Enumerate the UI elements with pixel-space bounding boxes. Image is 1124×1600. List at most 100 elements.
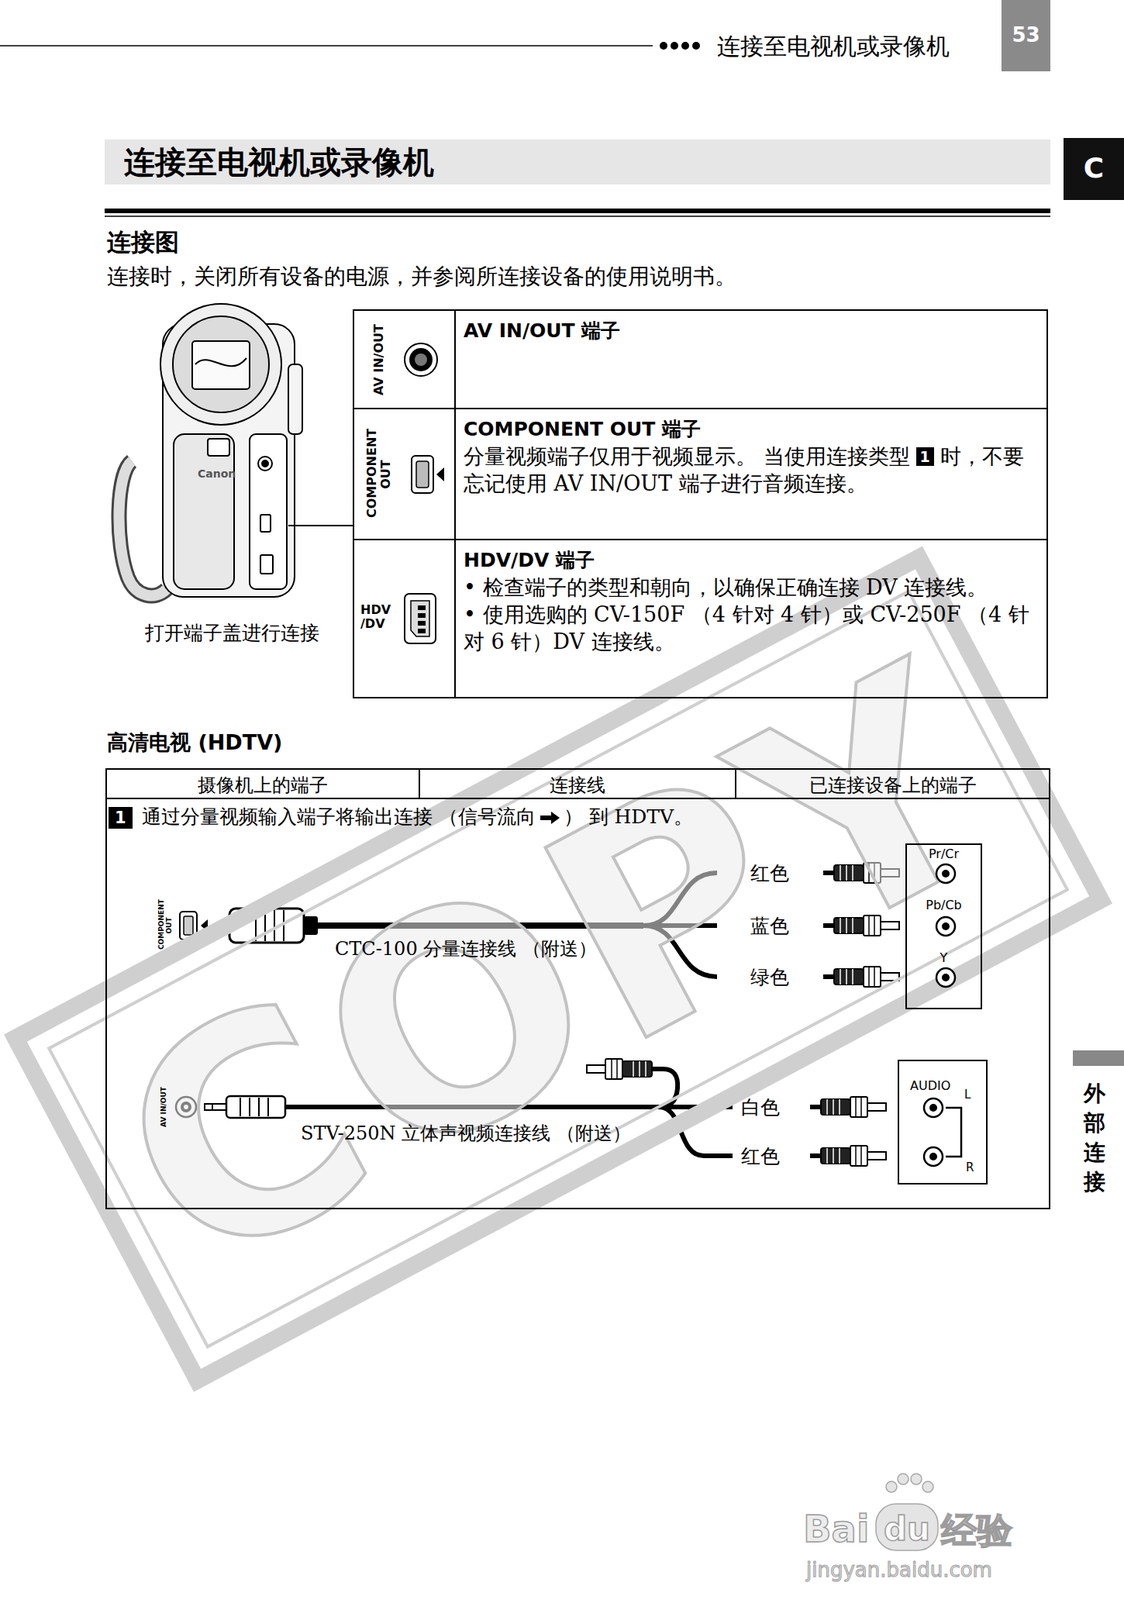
jack-symbols-part — [941, 869, 950, 878]
jack-name: AUDIO — [910, 1078, 951, 1094]
text-cell: AV IN/OUT 端子 — [463, 318, 1038, 345]
jack-symbols-part — [924, 1147, 943, 1166]
jack-symbols-part — [936, 864, 956, 987]
running-header: 连接至电视机或录像机 — [717, 31, 950, 63]
jack-name: Pr/Cr — [906, 846, 981, 862]
terminal-icon-part — [417, 620, 426, 626]
terminal-note: 分量视频端子仅用于视频显示。 当使用连接类型1时，不要忘记使用 AV IN/OU… — [463, 442, 1038, 497]
header-text: 摄像机上的端子 — [106, 772, 419, 798]
icon-cell: COMPONENT OUT — [354, 409, 456, 539]
page-number: 53 — [1001, 23, 1051, 47]
terminal-label: COMPONENT OUT — [158, 901, 174, 950]
connection-cell: 1通过分量视频输入端子将输出连接 （信号流向） 到 HDTV。Pr/CrPb/C… — [105, 797, 1051, 1210]
terminal-icon — [402, 591, 438, 646]
copy-watermark-frame — [15, 557, 1101, 1380]
terminal-icon-part — [436, 467, 445, 482]
step-text: ） 到 HDTV。 — [563, 805, 694, 828]
terminal-icon-part — [417, 605, 426, 611]
title-rule-thin — [104, 215, 1051, 218]
channel-mark: L — [964, 1087, 971, 1102]
brand-mark: Canon — [197, 467, 236, 480]
section-heading: 连接图 — [106, 226, 180, 259]
jack-symbols-part — [929, 1152, 938, 1161]
jack-symbols-part — [924, 1098, 943, 1166]
page-number-box: 53 — [1001, 0, 1051, 72]
terminal-heading: HDV/DV 端子 — [463, 548, 1038, 574]
cable-name: CTC-100 分量连接线 （附送） — [334, 936, 597, 962]
jack-name: Pb/Cb — [906, 897, 981, 914]
terminal-code: HDV /DV — [360, 603, 397, 632]
jack-symbols — [906, 844, 981, 1008]
av-terminal-row: AV IN/OUT AV IN/OUT 端子 — [352, 309, 1049, 410]
terminal-label: AV IN/OUT — [160, 1082, 169, 1131]
wire-colour: 红色 — [750, 860, 790, 887]
watermark-text: 经验 — [941, 1506, 1013, 1555]
side-tab: 外部连接 — [1083, 1079, 1115, 1197]
terminal-icon-part — [409, 348, 433, 372]
jack-name: Y — [906, 950, 981, 966]
copy-watermark: COPY — [79, 621, 1037, 1318]
jack-symbols-part — [936, 864, 956, 883]
watermark-text: du — [883, 1510, 931, 1549]
text-cell: COMPONENT OUT 端子分量视频端子仅用于视频显示。 当使用连接类型1时… — [463, 417, 1038, 497]
jack-symbols-part — [941, 922, 950, 931]
text-cell: HDV/DV 端子• 检查端子的类型和朝向，以确保正确连接 DV 连接线。• 使… — [463, 548, 1038, 656]
side-tab-bar — [1072, 1050, 1124, 1066]
icon-cell: HDV /DV — [354, 540, 456, 697]
wire-colour: 绿色 — [750, 964, 790, 990]
bullet-note: • 使用选购的 CV-150F （4 针对 4 针）或 CV-250F （4 针… — [463, 600, 1038, 656]
camcorder-illustration — [119, 303, 353, 597]
audio-input-panel: AUDIO L R — [897, 1059, 988, 1185]
chapter-letter: C — [1063, 151, 1124, 184]
baidu-paw-logo — [875, 1473, 938, 1551]
header-text: 连接线 — [420, 772, 735, 798]
signal-arrow — [538, 810, 561, 825]
type-badge: 1 — [916, 447, 935, 466]
wire-colour: 白色 — [741, 1094, 780, 1121]
jack-symbols-part — [936, 917, 956, 936]
terminal-icon-part — [417, 628, 426, 634]
table-header-cell: 摄像机上的端子 — [105, 768, 421, 800]
side-tab-text: 外部连接 — [1083, 1079, 1106, 1197]
chapter-tab: C — [1063, 137, 1124, 200]
terminal-icon-part — [417, 613, 426, 618]
header-text: 已连接设备上的端子 — [736, 772, 1049, 798]
terminal-code: AV IN/OUT — [372, 317, 387, 403]
note-text: 分量视频端子仅用于视频显示。 当使用连接类型 — [463, 444, 911, 469]
title-rule — [104, 208, 1051, 214]
terminal-icon-part — [414, 353, 428, 366]
video-input-panel: Pr/CrPb/CbY — [905, 843, 983, 1010]
icon-cell: AV IN/OUT — [354, 310, 456, 408]
terminal-heading: AV IN/OUT 端子 — [463, 318, 1038, 345]
terminal-heading: COMPONENT OUT 端子 — [463, 417, 1038, 443]
wire-colour: 蓝色 — [750, 913, 790, 939]
hdv-terminal-row: HDV /DV HDV/DV 端子• 检查端子的类型和朝向，以确保正确连接 DV … — [352, 538, 1049, 699]
terminal-icon-part — [404, 593, 436, 644]
header-dots — [659, 41, 700, 50]
bullet-note: • 检查端子的类型和朝向，以确保正确连接 DV 连接线。 — [463, 573, 1038, 601]
terminal-icon — [402, 341, 440, 379]
wire-colour: 红色 — [741, 1143, 780, 1169]
step-text: 通过分量视频输入端子将输出连接 （信号流向 — [141, 805, 536, 828]
channel-mark: R — [965, 1160, 974, 1175]
terminal-icon-part — [416, 461, 429, 488]
sub-heading: 高清电视 (HDTV) — [106, 728, 283, 757]
jack-symbols-part — [945, 1107, 962, 1157]
title-band — [104, 139, 1051, 185]
watermark-url: jingyan.baidu.com — [806, 1558, 993, 1582]
jack-symbols-part — [941, 973, 950, 982]
terminal-icon-part — [404, 343, 438, 376]
component-terminal-row: COMPONENT OUT COMPONENT OUT 端子分量视频端子仅用于视频… — [352, 407, 1049, 541]
jack-symbols-part — [929, 1103, 938, 1112]
cable-name: STV-250N 立体声视频连接线 （附送） — [300, 1120, 631, 1146]
table-header-cell: 连接线 — [418, 768, 737, 800]
header-rule — [0, 44, 653, 47]
watermark-text: Bai — [803, 1506, 869, 1551]
jack-symbols-part — [924, 1098, 943, 1118]
intro-text: 连接时，关闭所有设备的电源，并参阅所连接设备的使用说明书。 — [106, 262, 737, 292]
illustration-caption: 打开端子盖进行连接 — [144, 620, 320, 646]
terminal-code: COMPONENT OUT — [365, 430, 393, 518]
terminal-icon-part — [411, 455, 434, 494]
terminal-icon-part — [410, 600, 430, 637]
